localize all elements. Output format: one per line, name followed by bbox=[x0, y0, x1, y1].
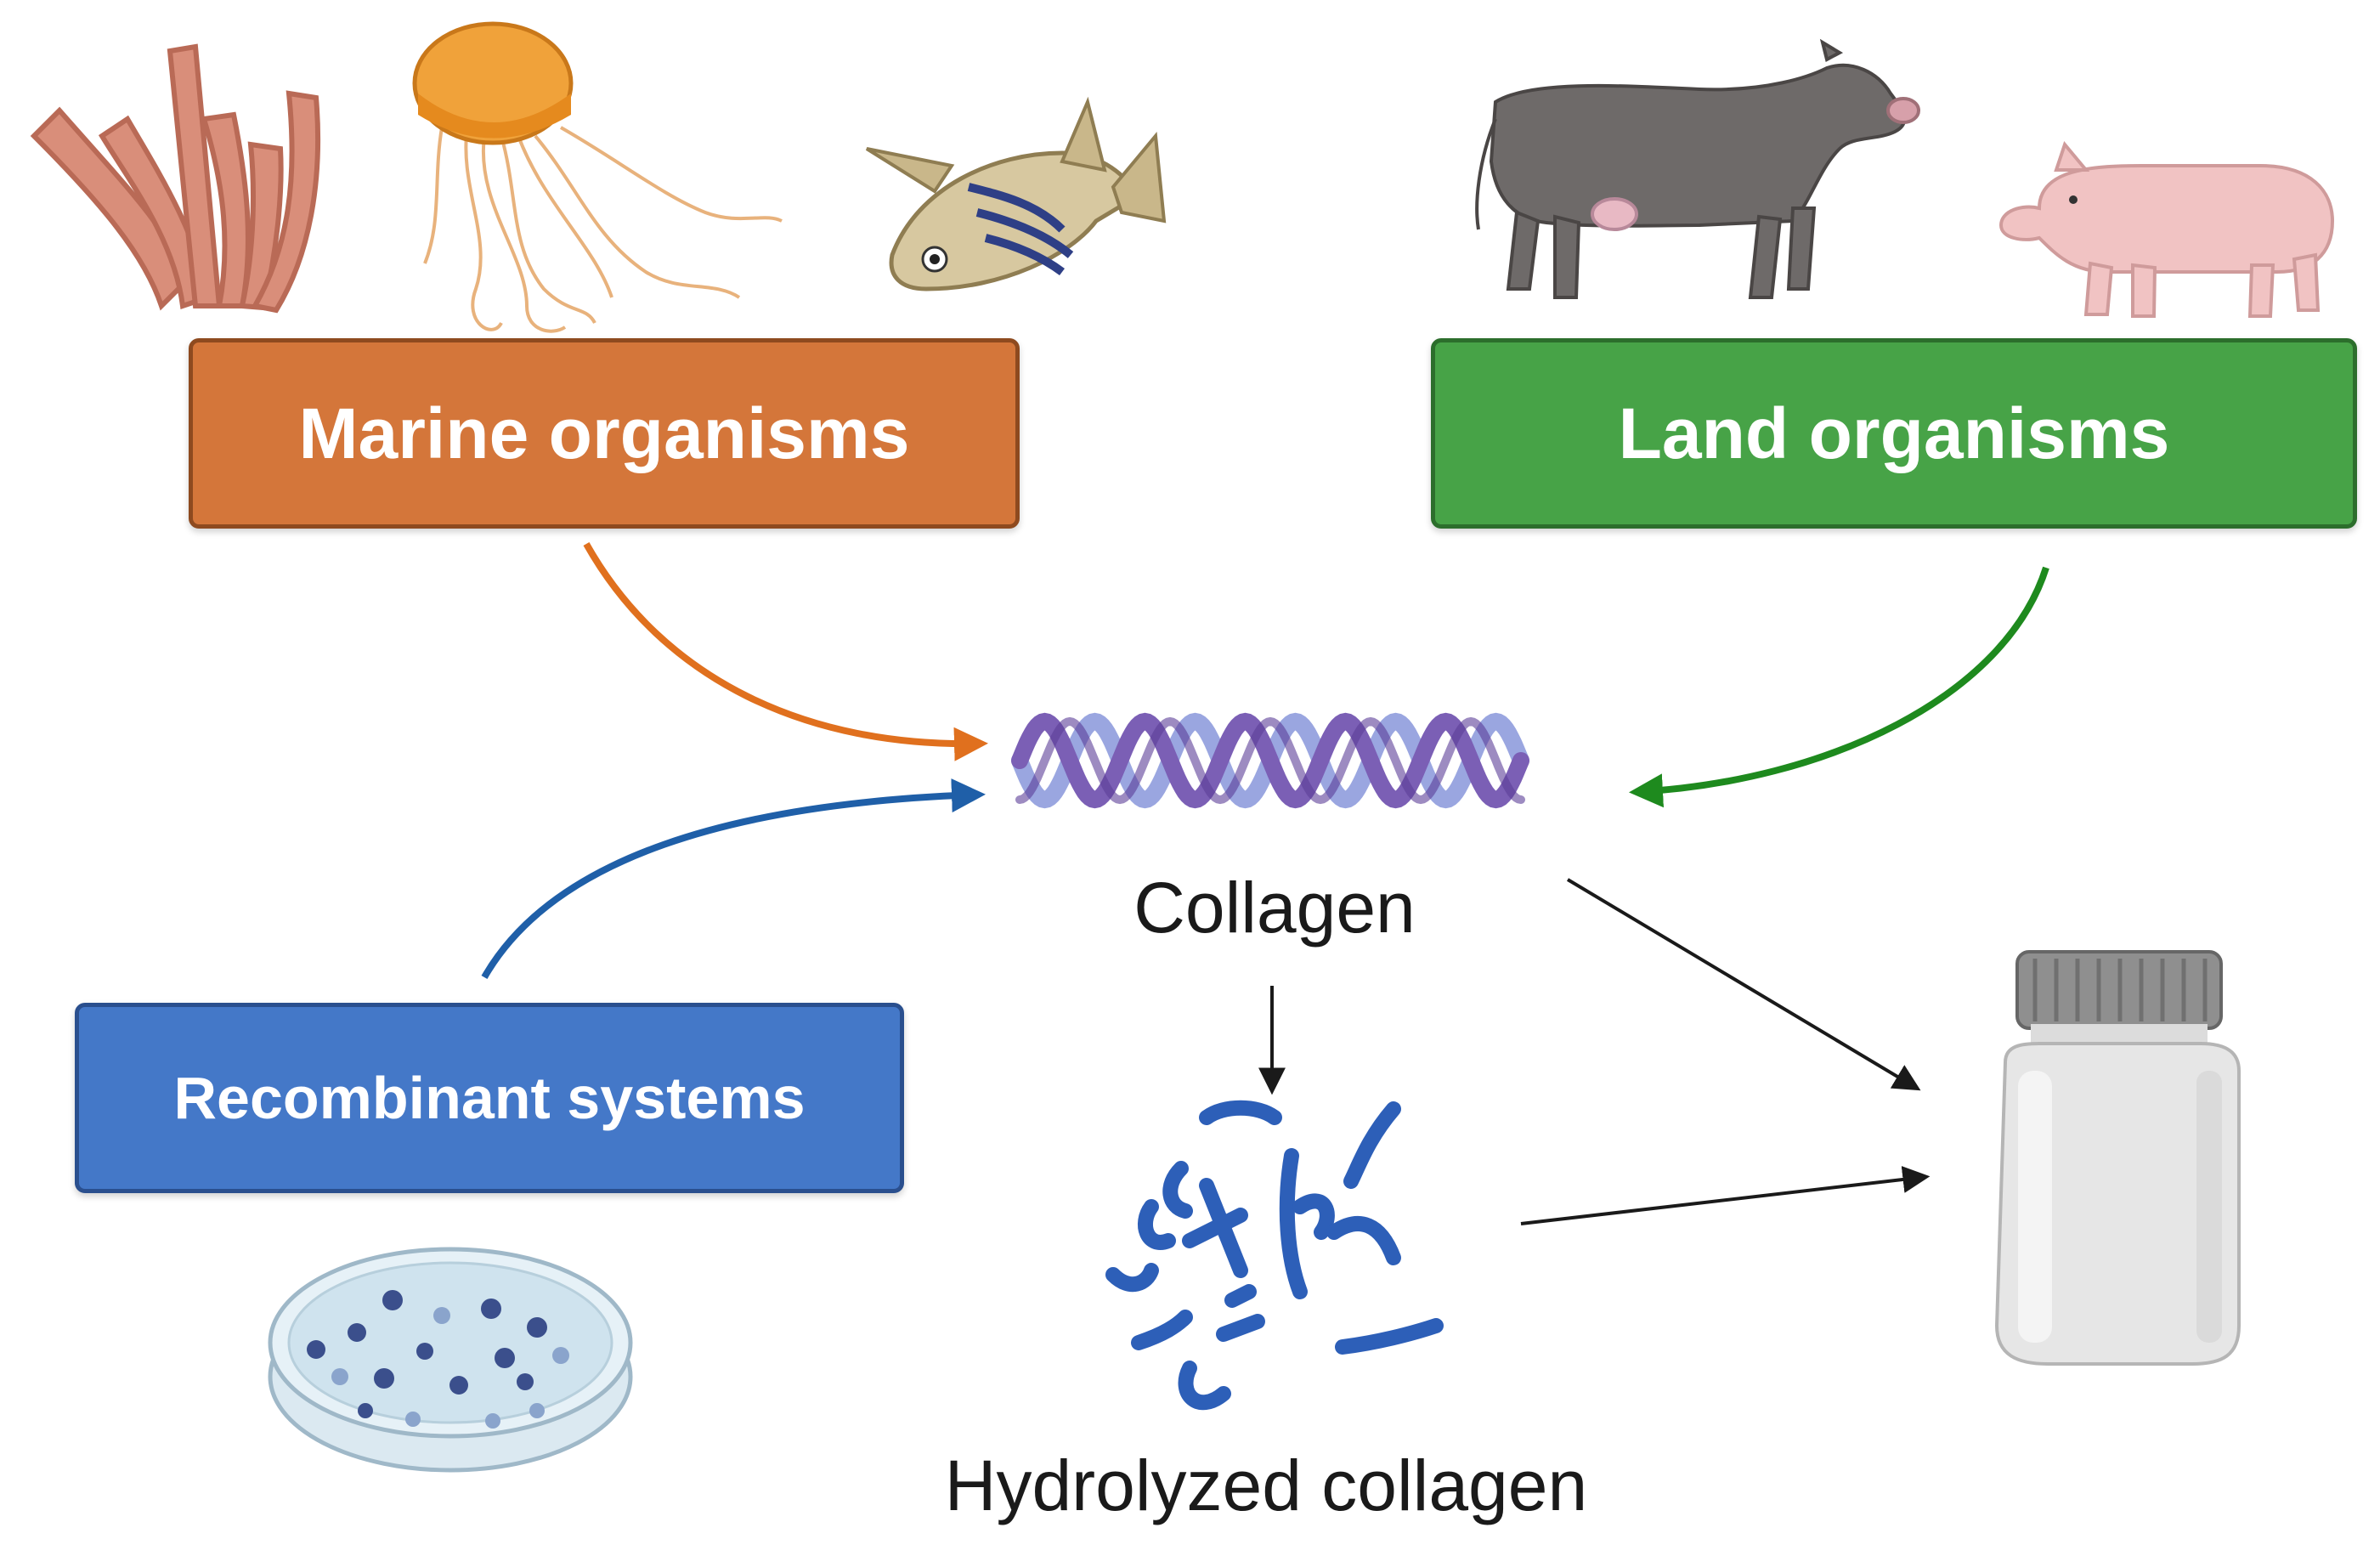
marine-organisms-label: Marine organisms bbox=[298, 393, 910, 473]
arrow-land-to-collagen bbox=[1629, 566, 2049, 808]
land-organisms-box: Land organisms bbox=[1431, 338, 2357, 529]
collagen-helix-icon bbox=[1011, 712, 1529, 809]
pig-icon bbox=[1998, 140, 2335, 318]
cow-icon bbox=[1475, 38, 1920, 299]
arrow-recombinant-to-collagen bbox=[481, 778, 986, 979]
hydrolyzed-fragments-icon bbox=[1105, 1100, 1444, 1411]
recombinant-systems-box: Recombinant systems bbox=[75, 1003, 904, 1193]
supplement-bottle-icon bbox=[1994, 950, 2241, 1366]
arrow-marine-to-collagen bbox=[583, 542, 988, 761]
fish-icon bbox=[865, 96, 1167, 291]
coral-icon bbox=[30, 43, 321, 314]
arrow-collagen-to-bottle bbox=[1566, 878, 1921, 1091]
hydrolyzed-collagen-label: Hydrolyzed collagen bbox=[944, 1446, 1588, 1525]
recombinant-systems-label: Recombinant systems bbox=[173, 1065, 806, 1131]
land-organisms-label: Land organisms bbox=[1618, 393, 2170, 473]
marine-organisms-box: Marine organisms bbox=[189, 338, 1020, 529]
petri-dish-icon bbox=[268, 1247, 633, 1473]
jellyfish-icon bbox=[412, 21, 783, 333]
arrow-hydrolyzed-to-bottle bbox=[1520, 1166, 1931, 1225]
collagen-label: Collagen bbox=[1133, 868, 1416, 948]
